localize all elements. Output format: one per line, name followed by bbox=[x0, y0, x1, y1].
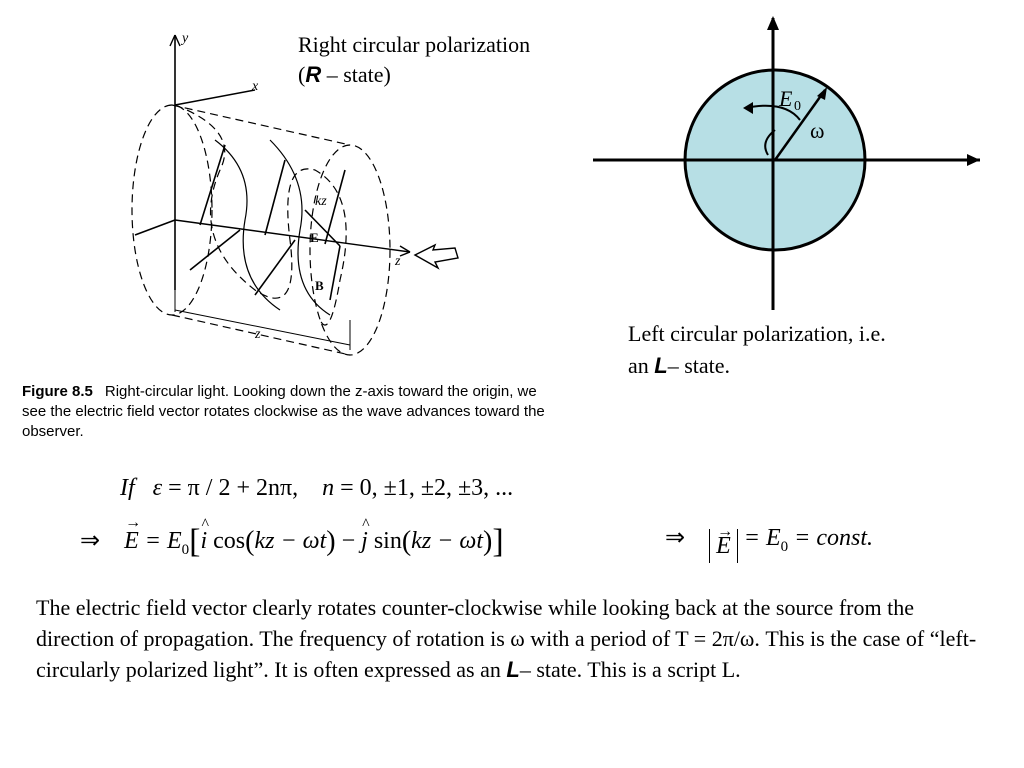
right-circular-helix-figure: y x z z kz E B bbox=[131, 31, 459, 356]
e-vector bbox=[304, 209, 341, 247]
left-circular-polarization-diagram: E 0 ω bbox=[593, 16, 980, 310]
l-state-symbol: L bbox=[654, 353, 668, 378]
e0-label: E bbox=[778, 86, 793, 111]
field-vector bbox=[189, 229, 241, 271]
field-vector bbox=[134, 219, 176, 236]
omega-label: ω bbox=[810, 118, 824, 143]
field-vector bbox=[324, 169, 346, 245]
cylinder-front bbox=[131, 104, 213, 316]
condition-equation: If ε = π / 2 + 2nπ, n = 0, ±1, ±2, ±3, .… bbox=[120, 475, 514, 501]
y-axis-label: y bbox=[180, 31, 189, 46]
implies-symbol: ⇒ bbox=[665, 525, 686, 551]
explanation-paragraph: The electric field vector clearly rotate… bbox=[36, 595, 977, 682]
figure-caption-text: Right-circular light. Looking down the z… bbox=[22, 383, 545, 440]
x-axis bbox=[174, 89, 256, 106]
e-vector-label: E bbox=[310, 230, 319, 245]
z-dimension-line bbox=[174, 309, 351, 346]
field-equation: ⇒ E = E0[i cos(kz − ωt) − j sin(kz − ωt)… bbox=[80, 514, 504, 561]
l-state-symbol-paragraph: L bbox=[506, 657, 520, 682]
e0-subscript: 0 bbox=[794, 99, 801, 114]
field-vector bbox=[264, 159, 286, 236]
right-circular-title-line1: Right circular polarization bbox=[298, 32, 531, 57]
kz-label: kz bbox=[315, 194, 327, 209]
r-state-symbol: R bbox=[305, 62, 322, 87]
z-axis bbox=[174, 219, 411, 253]
b-vector bbox=[329, 245, 341, 301]
z-dimension-label: z bbox=[254, 327, 261, 342]
right-circular-title-line2: (R – state) bbox=[298, 62, 391, 87]
right-circular-title: Right circular polarization (R – state) bbox=[298, 30, 530, 90]
left-circular-caption: Left circular polarization, i.e. an L– s… bbox=[628, 318, 886, 382]
implies-symbol: ⇒ bbox=[80, 528, 101, 554]
field-vector bbox=[199, 144, 226, 226]
z-axis-label: z bbox=[394, 254, 401, 269]
left-circular-caption-line2: an L– state. bbox=[628, 353, 731, 378]
propagation-arrow-icon bbox=[413, 243, 459, 270]
x-axis-label: x bbox=[251, 79, 259, 94]
b-vector-label: B bbox=[315, 278, 324, 293]
left-circular-caption-line1: Left circular polarization, i.e. bbox=[628, 321, 886, 346]
figure-number: Figure 8.5 bbox=[22, 383, 93, 400]
field-vector bbox=[254, 239, 296, 296]
magnitude-equation: ⇒ E = E0 = const. bbox=[665, 515, 873, 563]
e0-vector bbox=[773, 89, 827, 161]
helix-curve bbox=[174, 104, 347, 326]
